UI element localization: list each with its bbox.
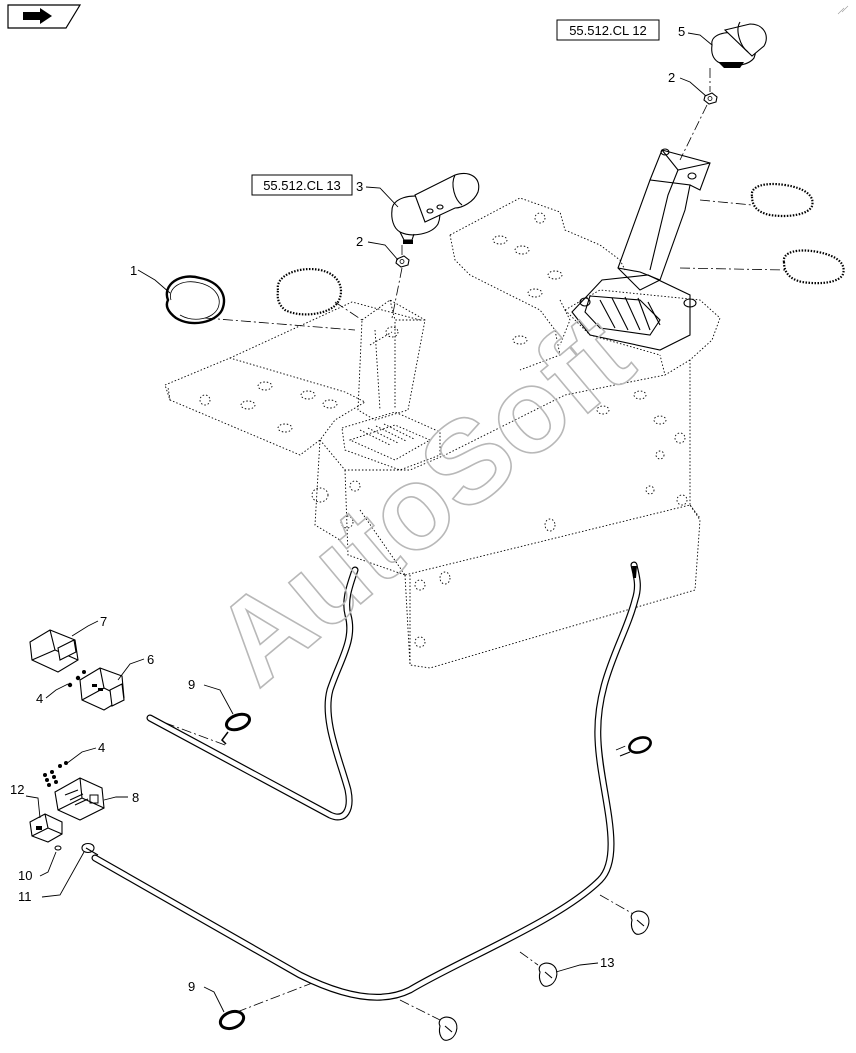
- corner-mark: [837, 5, 849, 15]
- callout-labels: 1 2 2 3 4 4 5 6 7 8 9 9 10 11 12 13: [10, 24, 685, 994]
- callout-13: 13: [600, 955, 614, 970]
- console-frame: [164, 197, 721, 669]
- callout-4-lower: 4: [98, 740, 105, 755]
- seal-dotted-right-lower: [782, 249, 845, 285]
- seal-loop: [165, 275, 226, 325]
- connector-12: [29, 813, 63, 843]
- nav-arrow-button[interactable]: [7, 4, 82, 29]
- callout-10: 10: [18, 868, 32, 883]
- push-clip-13: [538, 962, 558, 987]
- assembly-centerlines: [151, 68, 786, 1021]
- callout-5: 5: [678, 24, 685, 39]
- callout-2-upper: 2: [668, 70, 675, 85]
- callout-9-upper: 9: [188, 677, 195, 692]
- callout-2-middle: 2: [356, 234, 363, 249]
- right-joystick: [571, 148, 711, 351]
- connector-7: [29, 629, 79, 673]
- callout-4-upper: 4: [36, 691, 43, 706]
- clamp-right: [619, 736, 652, 757]
- left-joystick: [341, 299, 441, 471]
- callout-12: 12: [10, 782, 24, 797]
- left-joystick-head: [391, 173, 480, 244]
- wire-harness-lower: [91, 561, 641, 1001]
- clamp-9-lower: [218, 1009, 246, 1031]
- pins-4-upper: [67, 670, 86, 688]
- callout-7: 7: [100, 614, 107, 629]
- push-clip-lower: [438, 1016, 458, 1041]
- right-joystick-head: [711, 21, 767, 68]
- seal-dotted-left: [276, 267, 343, 316]
- callout-8: 8: [132, 790, 139, 805]
- terminal-11: [81, 842, 99, 856]
- callout-leaders: [25, 32, 713, 1013]
- ref-box-cl12[interactable]: 55.512.CL 12: [556, 19, 660, 41]
- clamp-9-upper: [221, 712, 252, 745]
- callout-9-lower: 9: [188, 979, 195, 994]
- connector-8: [54, 777, 105, 821]
- watermark: AutoSoft: [190, 289, 656, 710]
- nut-upper: [703, 92, 718, 105]
- ref-box-cl13[interactable]: 55.512.CL 13: [251, 174, 353, 196]
- arrow-right-icon: [23, 8, 52, 24]
- seal-dotted-right-upper: [750, 182, 814, 218]
- washer-10: [54, 845, 62, 851]
- pins-4-lower: [43, 761, 68, 787]
- ref-label-cl13: 55.512.CL 13: [263, 178, 341, 193]
- callout-6: 6: [147, 652, 154, 667]
- wire-harness-upper: [146, 566, 359, 821]
- callout-1: 1: [130, 263, 137, 278]
- callout-11: 11: [18, 889, 32, 904]
- push-clip-upper: [630, 910, 650, 935]
- nut-middle: [395, 255, 410, 268]
- connector-6: [79, 667, 125, 711]
- callout-3: 3: [356, 179, 363, 194]
- ref-label-cl12: 55.512.CL 12: [569, 23, 647, 38]
